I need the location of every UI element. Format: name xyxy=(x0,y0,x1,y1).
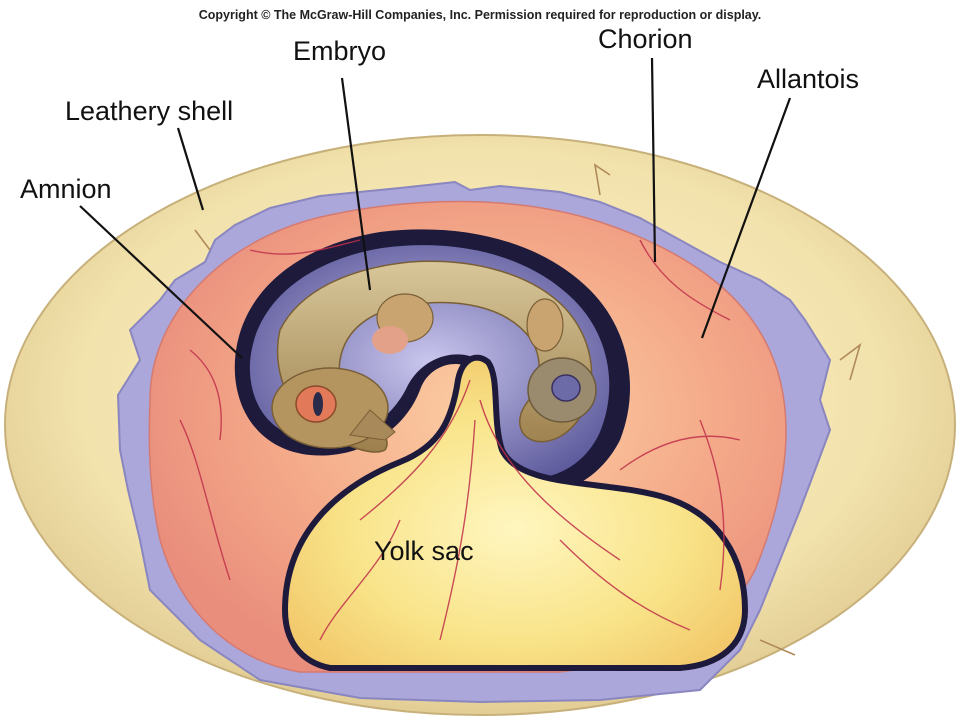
label-allantois: Allantois xyxy=(757,64,860,94)
leader-embryo xyxy=(340,77,372,291)
leader-lines xyxy=(79,57,792,359)
blood-vessels xyxy=(179,239,741,641)
copyright-notice: Copyright © The McGraw-Hill Companies, I… xyxy=(198,8,762,22)
label-embryo: Embryo xyxy=(293,36,387,66)
label-amnion: Amnion xyxy=(20,174,112,204)
leader-allantois xyxy=(700,97,792,339)
label-yolk-sac: Yolk sac xyxy=(374,536,474,566)
embryo-figure xyxy=(271,260,597,453)
label-chorion: Chorion xyxy=(598,24,693,54)
leader-chorion xyxy=(650,57,657,263)
label-leathery-shell: Leathery shell xyxy=(65,96,234,126)
shell-cracks xyxy=(194,163,862,656)
leader-amnion xyxy=(79,205,243,359)
leader-leathery-shell xyxy=(176,127,205,211)
